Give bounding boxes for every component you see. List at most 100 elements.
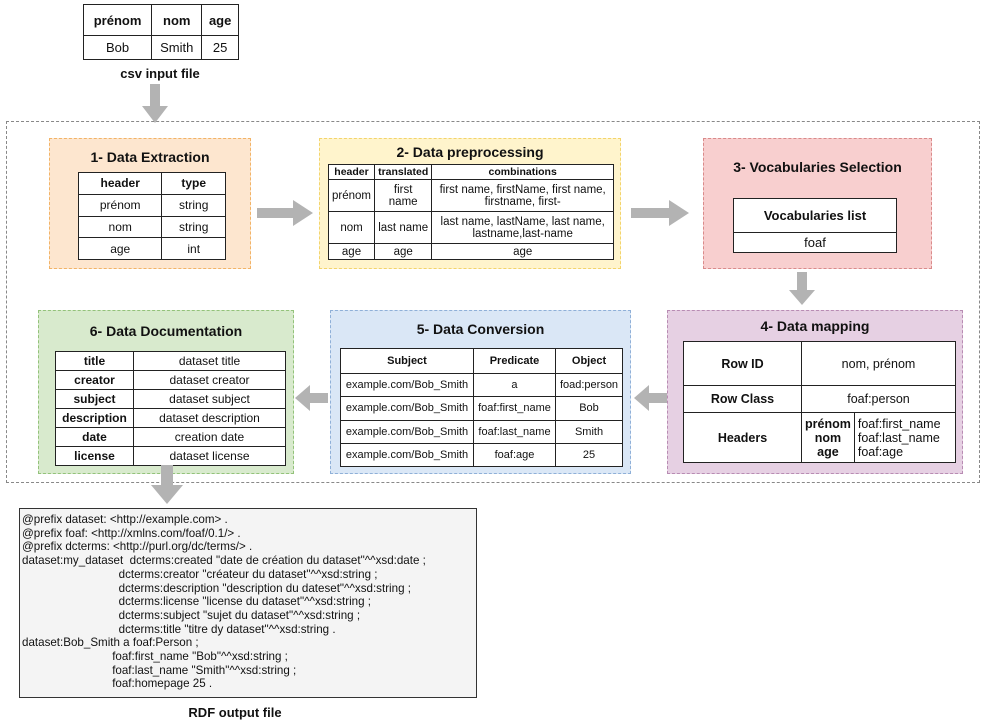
table-cell: first name, firstName, first name, first… [431,179,614,212]
meta-value: creation date [133,427,286,447]
header-name: age [817,444,839,459]
step-title: 4- Data mapping [760,318,870,334]
arrow-right-icon [631,200,689,226]
arrow-left-icon [295,385,328,411]
code-line: dcterms:license "license du dataset"^^xs… [22,595,372,609]
step-data-extraction: 1- Data Extraction header type prénom st… [49,138,251,269]
rdf-caption: RDF output file [188,705,282,720]
csv-input-table: prénom nom age Bob Smith 25 [82,4,239,60]
meta-key: subject [55,389,134,409]
header-name: prénom [805,416,851,431]
step-title: 2- Data preprocessing [396,144,544,160]
header-names: prénom nom age [801,412,855,463]
pipeline-frame [6,121,980,483]
table-cell: example.com/Bob_Smith [340,419,474,444]
step-vocabularies-selection: 3- Vocabularies Selection Vocabularies l… [703,138,932,269]
table-cell: example.com/Bob_Smith [340,372,474,398]
documentation-table: title dataset title creator dataset crea… [55,351,286,466]
table-cell: string [161,193,226,217]
header-property: foaf:first_name [857,416,941,431]
table-cell: last name [373,211,433,244]
column-header: Predicate [472,348,557,374]
table-cell: last name, lastName, last name, lastname… [431,211,614,244]
arrow-down-icon [142,84,168,123]
column-header: Subject [340,348,474,374]
code-line: @prefix foaf: <http://xmlns.com/foaf/0.1… [22,526,241,540]
step-title: 5- Data Conversion [416,321,545,337]
step-data-mapping: 4- Data mapping Row ID nom, prénom Row C… [667,310,963,474]
table-cell: Bob [555,396,623,421]
meta-key: creator [55,370,134,390]
csv-cell: 25 [201,35,239,60]
table-cell: string [161,215,226,239]
csv-header: age [201,4,239,36]
table-cell: age [373,243,433,260]
row-id-label: Row ID [683,341,802,386]
meta-key: title [55,351,134,371]
table-cell: 25 [555,442,623,468]
csv-header: prénom [82,4,153,36]
step-data-documentation: 6- Data Documentation title dataset titl… [38,310,294,474]
table-cell: age [328,243,375,260]
step-data-preprocessing: 2- Data preprocessing header translated … [319,138,621,269]
code-line: @prefix dcterms: <http://purl.org/dc/ter… [22,540,253,554]
step-title: 6- Data Documentation [89,323,243,339]
step-title: 3- Vocabularies Selection [733,159,902,175]
column-header: header [77,172,163,195]
table-cell: age [77,237,163,260]
header-property: foaf:age [857,444,904,459]
table-cell: age [431,243,614,260]
table-cell: foaf:age [472,442,557,468]
csv-cell: Smith [151,35,203,60]
csv-caption: csv input file [120,66,200,81]
arrow-right-icon [257,200,313,226]
code-line: foaf:first_name "Bob"^^xsd:string ; [22,650,288,664]
extraction-table: header type prénom string nom string age… [77,172,226,260]
meta-key: license [55,446,134,466]
row-id-value: nom, prénom [801,341,956,386]
code-line: foaf:homepage 25 . [22,677,213,691]
table-cell: nom [328,211,375,244]
column-header: translated [373,164,433,180]
arrow-down-icon [789,272,815,305]
conversion-table: Subject Predicate Object example.com/Bob… [340,348,623,468]
header-property: foaf:last_name [857,430,940,445]
csv-header: nom [151,4,203,36]
row-class-label: Row Class [683,385,802,413]
code-line: @prefix dataset: <http://example.com> . [22,513,228,526]
mapping-table: Row ID nom, prénom Row Class foaf:person… [683,341,957,463]
row-class-value: foaf:person [801,385,956,413]
meta-value: dataset creator [133,370,286,390]
csv-cell: Bob [82,35,153,60]
column-header: Vocabularies list [733,198,897,233]
header-properties: foaf:first_name foaf:last_name foaf:age [853,412,957,463]
code-line: dcterms:creator "créateur du dataset"^^x… [22,567,378,581]
table-cell: nom [77,215,163,239]
code-line: dcterms:subject "sujet du dataset"^^xsd:… [22,608,361,622]
table-cell: int [161,237,226,260]
meta-key: description [55,408,134,428]
meta-value: dataset license [133,446,286,466]
code-line: dcterms:title "titre dy dataset"^^xsd:st… [22,622,336,636]
table-cell: example.com/Bob_Smith [340,442,474,468]
header-name: nom [814,430,842,445]
table-cell: first name [373,179,433,212]
table-cell: foad:person [555,372,623,398]
table-cell: foaf:last_name [472,419,557,444]
table-cell: prénom [77,193,163,217]
preprocessing-table: header translated combinations prénom fi… [328,164,614,260]
table-cell: foaf [733,232,897,253]
meta-value: dataset description [133,408,286,428]
arrow-left-icon [634,385,667,411]
table-cell: prénom [328,179,375,212]
rdf-output-code: @prefix dataset: <http://example.com> . … [19,508,477,698]
step-data-conversion: 5- Data Conversion Subject Predicate Obj… [330,310,631,474]
table-cell: foaf:first_name [472,396,557,421]
arrow-down-icon [151,465,183,504]
column-header: type [161,172,226,195]
meta-value: dataset title [133,351,286,371]
step-title: 1- Data Extraction [90,149,210,165]
table-cell: Smith [555,419,623,444]
column-header: combinations [431,164,614,180]
headers-label: Headers [683,412,802,463]
